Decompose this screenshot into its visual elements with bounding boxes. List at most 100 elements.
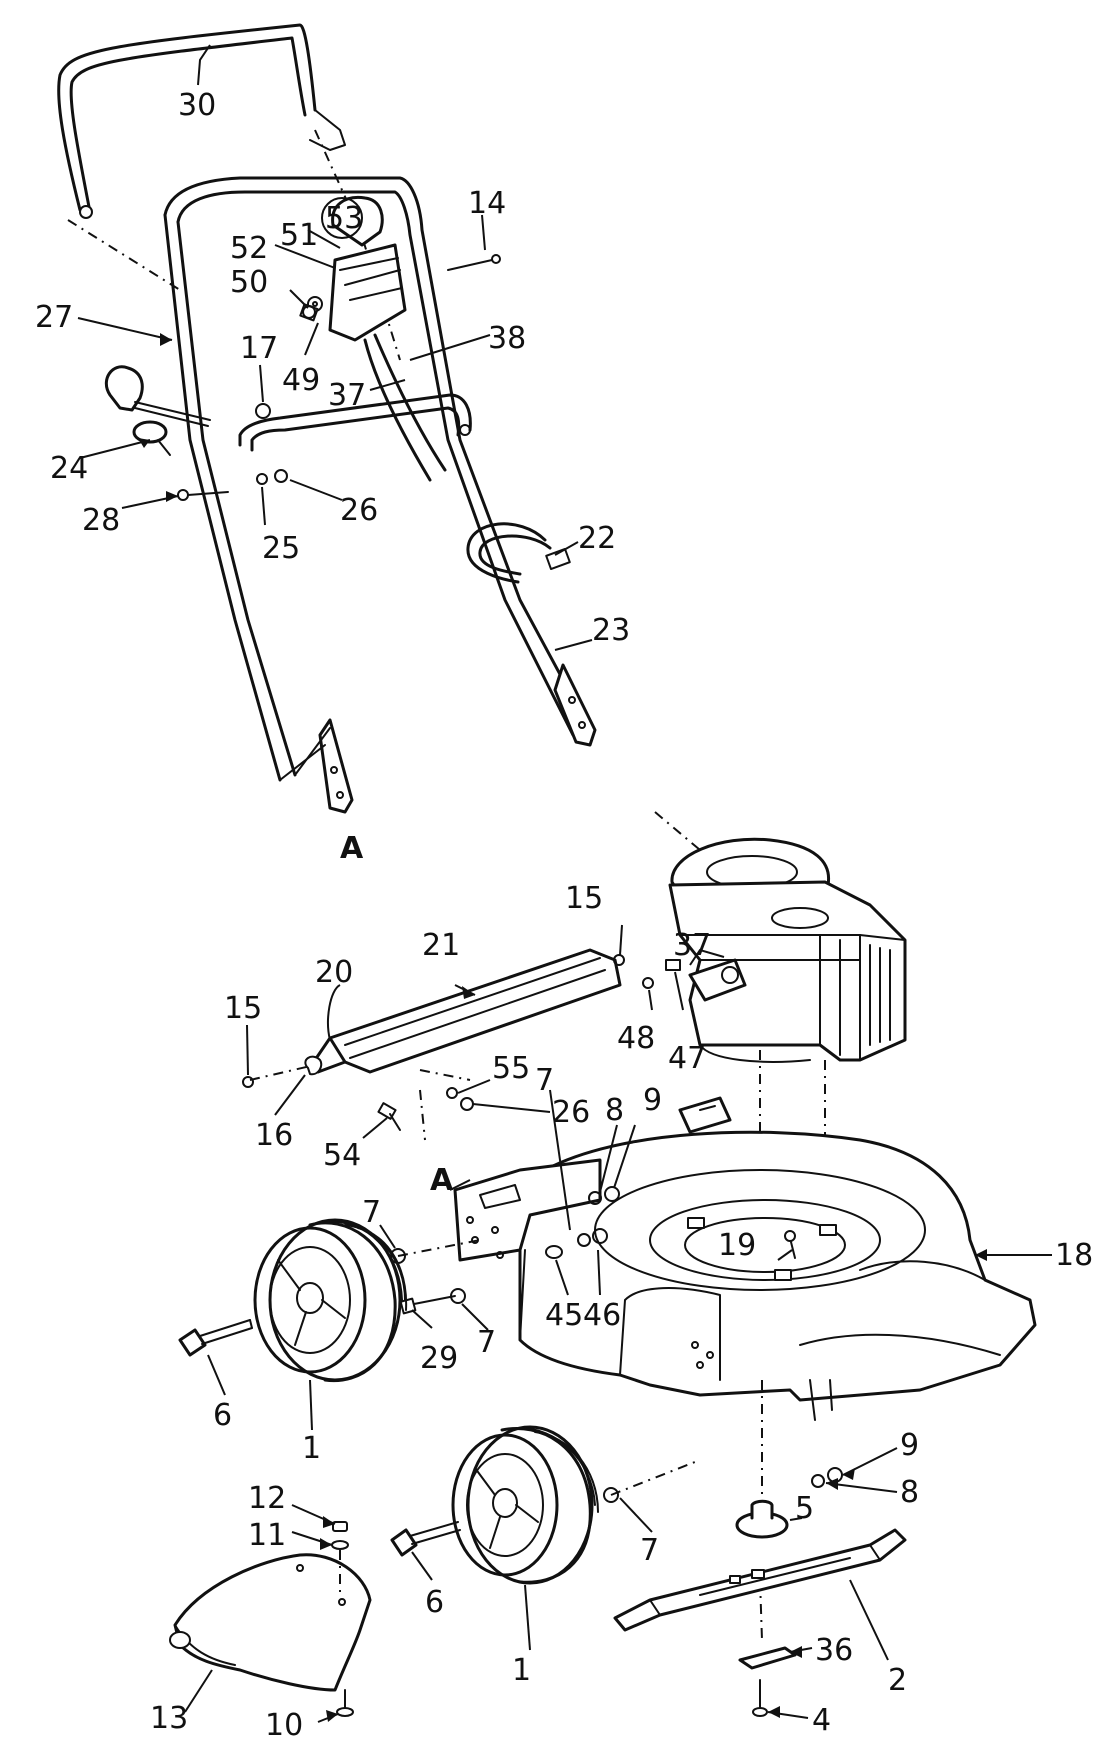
label-38: 38: [488, 321, 526, 356]
label-A-handle: A: [340, 831, 364, 866]
label-10: 10: [265, 1708, 303, 1743]
label-6-front: 6: [425, 1585, 444, 1620]
rear-wheel-1: [253, 1218, 408, 1383]
engine-assembly: [654, 811, 907, 1063]
axle-bolt-6: [390, 1521, 461, 1557]
screw-10: [336, 1689, 354, 1717]
label-11: 11: [248, 1518, 286, 1553]
label-17: 17: [240, 331, 278, 366]
cutting-blade-2: [613, 1528, 907, 1632]
label-1-rear: 1: [302, 1431, 321, 1466]
circle-53: [321, 197, 363, 239]
label-16: 16: [255, 1118, 293, 1153]
label-7-top: 7: [535, 1063, 554, 1098]
nut-9: [604, 1186, 620, 1202]
label-48: 48: [617, 1021, 655, 1056]
bracket-47: [665, 959, 681, 971]
bolt-14: [447, 254, 501, 271]
axle-bolt-6: [178, 1319, 253, 1357]
nut-26: [274, 469, 288, 483]
mower-deck-18: [453, 1096, 1037, 1421]
label-13: 13: [150, 1701, 188, 1736]
washer-7: [450, 1288, 466, 1304]
assembly-line: [419, 1069, 471, 1081]
label-4: 4: [812, 1703, 831, 1738]
washer-15: [242, 1076, 254, 1088]
washer-25: [256, 473, 268, 485]
label-54: 54: [323, 1138, 361, 1173]
label-6-rear: 6: [213, 1398, 232, 1433]
label-5: 5: [795, 1491, 814, 1526]
nut-26: [460, 1097, 474, 1111]
part-number-labels: 30 14 53 52 51 50 27 17 38 49 37 24 28 2…: [35, 88, 1093, 1743]
spacer-45: [545, 1245, 563, 1259]
washer-46: [577, 1233, 591, 1247]
bolt-29: [399, 1295, 456, 1315]
assembly-line: [397, 1239, 481, 1257]
arrowheads: [138, 333, 987, 1722]
pull-cord: [654, 811, 701, 851]
lower-handle-frame: [163, 176, 597, 814]
washer-8: [588, 1191, 602, 1205]
label-21: 21: [422, 928, 460, 963]
cross-bar: [238, 393, 472, 452]
nut-50: [302, 305, 316, 319]
control-cable: [373, 333, 447, 472]
label-7-bolt: 7: [477, 1325, 496, 1360]
label-26: 26: [340, 493, 378, 528]
hinge-rod-16: [249, 1064, 316, 1081]
label-55: 55: [492, 1051, 530, 1086]
blade-bolt-4: [752, 1679, 768, 1717]
washer-8: [811, 1474, 825, 1488]
upper-handle-bar-30: [57, 23, 346, 219]
label-22: 22: [578, 521, 616, 556]
blade-adapter-5: [735, 1499, 789, 1539]
label-52: 52: [230, 231, 268, 266]
label-47: 47: [668, 1041, 706, 1076]
label-50: 50: [230, 265, 268, 300]
assembly-line: [419, 1089, 426, 1141]
label-14: 14: [468, 186, 506, 221]
label-19: 19: [718, 1228, 756, 1263]
washer-11: [331, 1540, 349, 1550]
label-9-top: 9: [643, 1083, 662, 1118]
label-46: 46: [583, 1298, 621, 1333]
screw-48: [642, 977, 654, 989]
assembly-line: [759, 1579, 763, 1641]
blade-washer-36: [738, 1646, 797, 1670]
label-23: 23: [592, 613, 630, 648]
label-9-front: 9: [900, 1428, 919, 1463]
washer-55: [446, 1087, 458, 1099]
label-18: 18: [1055, 1238, 1093, 1273]
label-26-flap: 26: [552, 1095, 590, 1130]
label-2: 2: [888, 1663, 907, 1698]
label-28: 28: [82, 503, 120, 538]
label-45: 45: [545, 1298, 583, 1333]
assembly-line: [610, 1459, 701, 1496]
front-wheel-1: [451, 1425, 599, 1585]
rod-end: [304, 1055, 323, 1076]
label-37: 37: [328, 378, 366, 413]
label-7-front: 7: [640, 1533, 659, 1568]
label-8-top: 8: [605, 1093, 624, 1128]
label-A-deck: A: [430, 1163, 454, 1198]
label-30: 30: [178, 88, 216, 123]
leader-lines: [77, 44, 1052, 1723]
bolt-28: [177, 489, 229, 501]
washer-7: [603, 1487, 619, 1503]
label-25: 25: [262, 531, 300, 566]
label-36: 36: [815, 1633, 853, 1668]
label-15-left: 15: [224, 991, 262, 1026]
label-1-front: 1: [512, 1653, 531, 1688]
label-7-rear: 7: [362, 1195, 381, 1230]
nut-17: [255, 403, 271, 419]
label-8-front: 8: [900, 1475, 919, 1510]
control-cable: [363, 338, 432, 482]
label-24: 24: [50, 451, 88, 486]
nut-46: [592, 1228, 608, 1244]
label-49: 49: [282, 363, 320, 398]
bolt-54: [377, 1102, 401, 1131]
label-27: 27: [35, 300, 73, 335]
